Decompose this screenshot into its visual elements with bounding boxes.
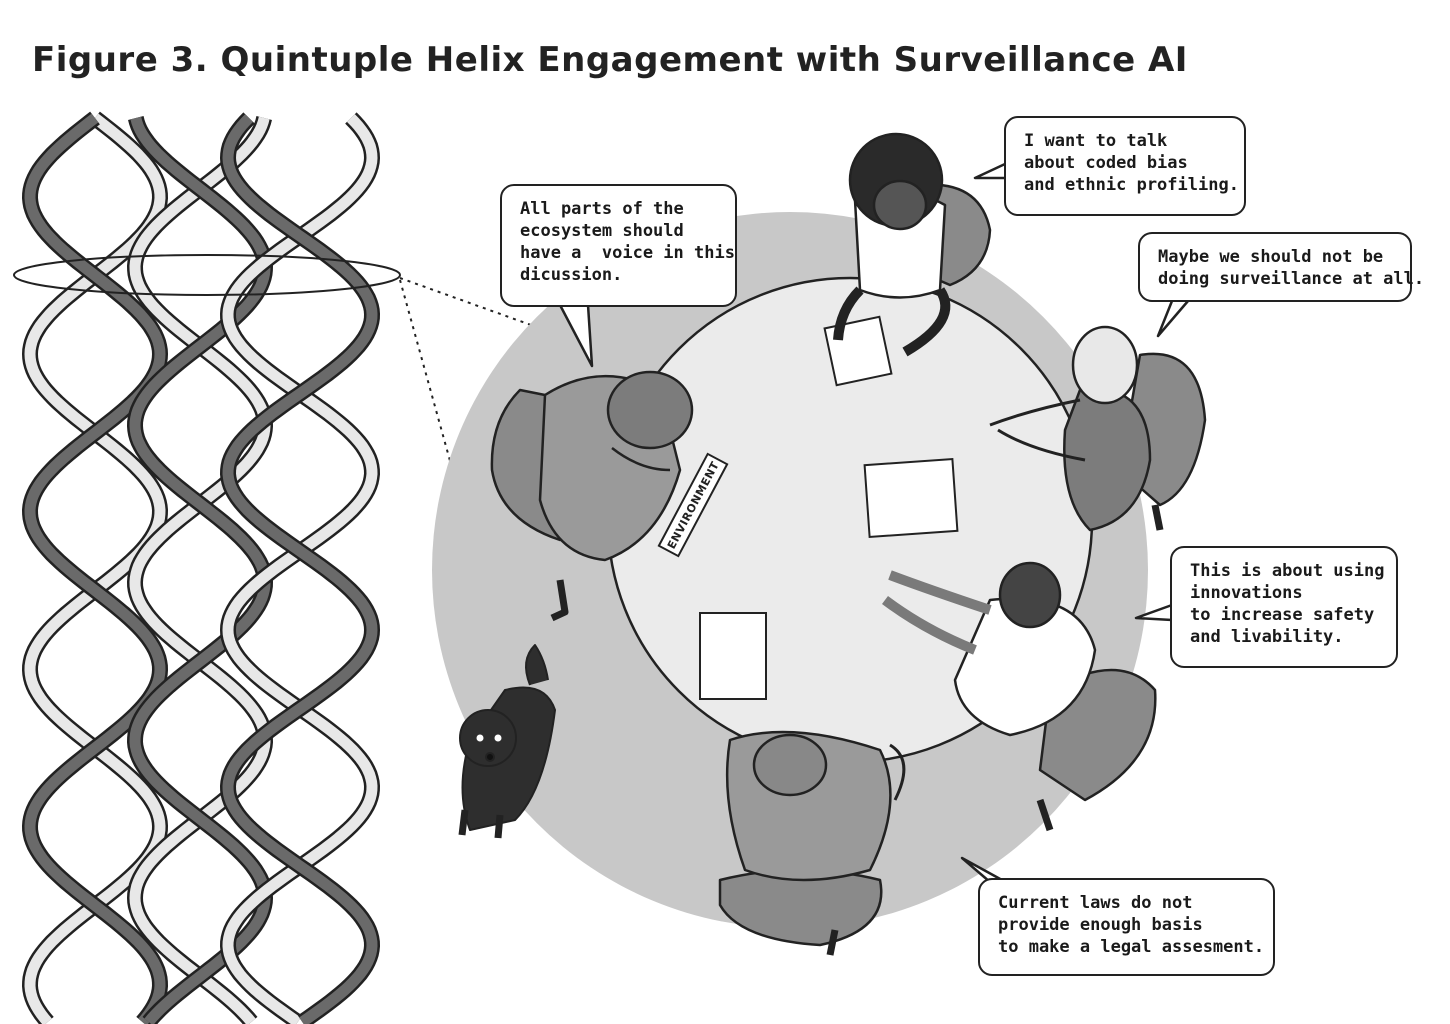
person-coded-bias [833, 132, 992, 357]
bubble-line: Maybe we should not be [1158, 247, 1384, 267]
paper-top [823, 315, 893, 387]
speech-bubble-ecosystem: All parts of the ecosystem should have a… [500, 184, 737, 307]
bubble-line: I want to talk [1024, 131, 1168, 151]
helix-strand-outline [219, 112, 381, 1024]
helix-strand [222, 114, 378, 1024]
bubble-line: and ethnic profiling. [1024, 175, 1239, 195]
bubble-line: innovations [1190, 583, 1303, 603]
speech-bubble-laws: Current laws do not provide enough basis… [978, 878, 1275, 976]
bubble-line: and livability. [1190, 627, 1344, 647]
speech-bubble-innovations: This is about using innovations to incre… [1170, 546, 1398, 668]
helix-strand-outline [126, 116, 274, 1024]
helix-strand-outline [219, 112, 381, 1024]
bubble-line: about coded bias [1024, 153, 1188, 173]
bubble-line: This is about using [1190, 561, 1385, 581]
person-environment [490, 370, 694, 622]
speech-bubble-coded-bias: I want to talk about coded bias and ethn… [1004, 116, 1246, 216]
paper-bottom [699, 612, 767, 700]
bubble-tail-coded-bias [973, 162, 1006, 180]
quintuple-helix [21, 111, 381, 1024]
paper-center [863, 457, 959, 539]
person-innovations [882, 561, 1157, 832]
bubble-line: to make a legal assesment. [998, 937, 1265, 957]
bubble-line: doing surveillance at all. [1158, 269, 1425, 289]
bubble-tail-laws [960, 856, 1003, 883]
helix-strand [24, 113, 166, 1024]
helix-strand [129, 116, 271, 1024]
helix-strand-outline [126, 116, 274, 1024]
bubble-line: All parts of the [520, 199, 684, 219]
helix-strand [222, 114, 378, 1024]
bubble-line: dicussion. [520, 265, 623, 285]
speech-bubble-no-surveillance: Maybe we should not be doing surveillanc… [1138, 232, 1425, 302]
person-no-surveillance [989, 325, 1207, 532]
bubble-line: have a voice in this [520, 243, 735, 263]
dotted-connector-bottom [399, 279, 453, 469]
bubble-line: to increase safety [1190, 605, 1375, 625]
bubble-line: provide enough basis [998, 915, 1203, 935]
bubble-line: ecosystem should [520, 221, 684, 241]
dotted-connector-top [399, 277, 546, 331]
helix-cross-section-ellipse [13, 254, 401, 296]
bubble-tail-no-surveillance [1156, 300, 1189, 338]
person-laws [718, 730, 906, 956]
bubble-line: Current laws do not [998, 893, 1193, 913]
dog [458, 644, 556, 839]
helix-strand [129, 116, 271, 1024]
bubble-tail-ecosystem [558, 304, 594, 368]
bubble-tail-innovations [1134, 603, 1173, 622]
figure-title: Figure 3. Quintuple Helix Engagement wit… [32, 40, 1188, 80]
